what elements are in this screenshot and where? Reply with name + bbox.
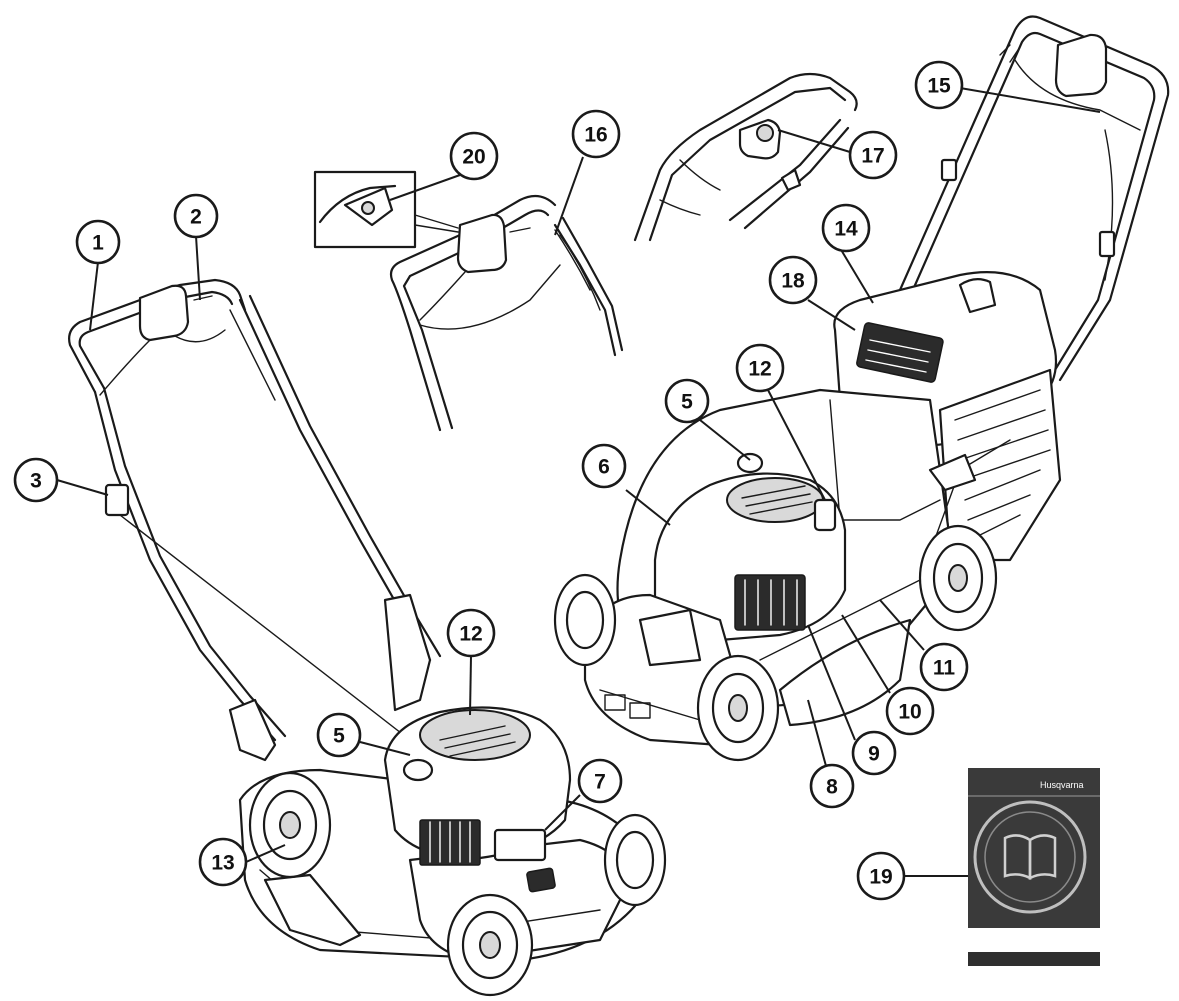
svg-text:5: 5 [333,725,345,748]
callout-3: 3 [13,457,59,503]
left-control-box [138,284,190,342]
callout-15: 15 [914,60,964,110]
left-front-wheel [446,893,534,997]
svg-text:8: 8 [826,776,838,799]
svg-text:12: 12 [748,358,771,381]
svg-text:17: 17 [861,145,884,168]
svg-text:13: 13 [211,852,234,875]
callout-18: 18 [768,255,818,305]
callout-12-right: 12 [735,343,785,393]
callout-8: 8 [809,763,855,809]
handle-clip [104,483,130,517]
svg-text:9: 9 [868,743,880,766]
right-control-box [1054,33,1108,98]
open-book-icon [1003,834,1057,881]
svg-text:16: 16 [584,124,607,147]
right-rear-wheel [918,524,998,632]
right-front-wheel-rear [553,573,617,667]
svg-text:15: 15 [927,75,951,98]
callout-14: 14 [821,203,871,253]
svg-text:1: 1 [92,232,104,255]
callout-11: 11 [919,642,969,692]
callout-19: 19 [856,851,906,901]
callout-13: 13 [198,837,248,887]
left-rear-wheel [248,771,332,879]
left-mower [68,278,667,997]
svg-text:5: 5 [681,391,693,414]
right-mower [553,15,1170,762]
svg-text:14: 14 [834,218,858,241]
svg-text:20: 20 [462,146,485,169]
svg-text:7: 7 [594,771,606,794]
callout-17: 17 [848,130,898,180]
callout-7: 7 [577,758,623,804]
svg-text:6: 6 [598,456,610,479]
detail-handle-16 [313,170,624,432]
callout-lines [56,87,1101,877]
left-front-wheel-right [603,813,667,907]
callout-5-right: 5 [664,378,710,424]
callout-10: 10 [885,686,935,736]
callout-9: 9 [851,730,897,776]
svg-text:3: 3 [30,470,42,493]
svg-text:18: 18 [781,270,805,293]
callout-12-left: 12 [446,608,496,658]
svg-text:2: 2 [190,206,202,229]
svg-text:11: 11 [933,657,956,680]
callout-1: 1 [75,219,121,265]
callout-5-left: 5 [316,712,362,758]
svg-text:12: 12 [459,623,482,646]
svg-text:19: 19 [869,866,892,889]
callout-20: 20 [449,131,499,181]
operator-manual: Husqvarna [968,768,1100,966]
manual-brand: Husqvarna [1040,780,1084,790]
callout-2: 2 [173,193,219,239]
callout-16: 16 [571,109,621,159]
callout-6: 6 [581,443,627,489]
svg-text:10: 10 [898,701,921,724]
right-front-wheel [696,654,780,762]
detail-handle-17 [633,72,858,242]
